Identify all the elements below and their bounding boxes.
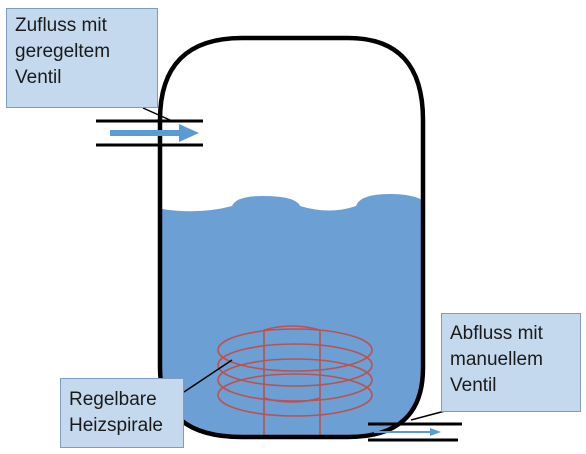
tank-outline bbox=[157, 35, 426, 440]
heater-callout: Regelbare Heizspirale bbox=[60, 378, 184, 448]
outflow-callout-connector bbox=[410, 410, 446, 421]
outflow-callout: Abfluss mit manuellem Ventil bbox=[441, 313, 581, 412]
heater-callout-connector bbox=[183, 359, 233, 393]
inflow-callout: Zufluss mit geregeltem Ventil bbox=[6, 8, 158, 108]
water-body bbox=[160, 194, 423, 437]
outflow-pipe bbox=[368, 422, 462, 442]
outflow-label-line-2: manuellem bbox=[450, 349, 543, 370]
heater-label-line-1: Regelbare bbox=[69, 389, 157, 410]
outflow-arrow-icon bbox=[374, 428, 441, 436]
heater-label-line-2: Heizspirale bbox=[69, 415, 163, 436]
inflow-callout-connector bbox=[142, 107, 171, 121]
outflow-label-line-3: Ventil bbox=[450, 375, 497, 396]
inflow-label-line-2: geregeltem bbox=[15, 41, 111, 62]
inflow-label-line-1: Zufluss mit bbox=[15, 15, 107, 36]
outflow-label-line-1: Abfluss mit bbox=[450, 323, 543, 344]
inflow-label-line-3: Ventil bbox=[15, 67, 62, 88]
heating-coil bbox=[217, 325, 373, 438]
inflow-arrow-icon bbox=[110, 124, 199, 142]
